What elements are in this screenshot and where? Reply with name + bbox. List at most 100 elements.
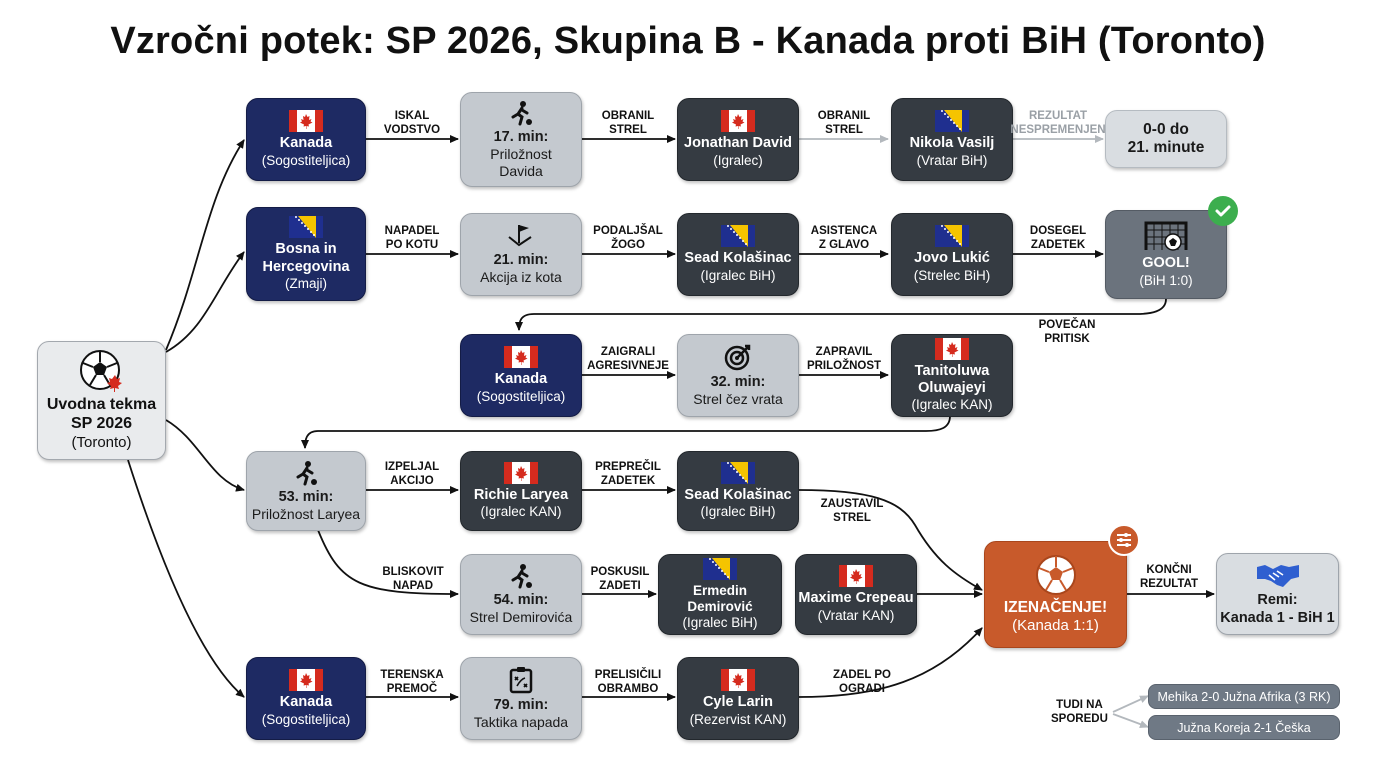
node-sub: Priložnost Davida <box>490 146 552 179</box>
also-item: Mehika 2-0 Južna Afrika (3 RK) <box>1148 684 1340 709</box>
edge-label: PODALJŠAL ŽOGO <box>593 225 663 251</box>
settings-sliders-icon <box>1108 524 1140 556</box>
edge-label: PREPREČIL ZADETEK <box>595 461 661 487</box>
node-sub: (Igralec BiH) <box>700 267 776 283</box>
canada-flag-icon <box>504 461 538 484</box>
bih-flag-icon <box>703 558 737 581</box>
node-title: Tanitoluwa Oluwajeyi <box>914 362 990 397</box>
bih-flag-icon <box>289 216 323 239</box>
soccer-ball-icon <box>1035 555 1076 596</box>
node-sub: (Sogostiteljica) <box>476 388 566 404</box>
node-title: Sead Kolašinac <box>684 250 792 267</box>
node-79-min: 79. min: Taktika napada <box>460 657 582 740</box>
node-sub: (Zmaji) <box>285 275 327 291</box>
also-item: Južna Koreja 2-1 Češka <box>1148 715 1340 740</box>
node-canada-3: Kanada (Sogostiteljica) <box>246 657 366 740</box>
node-sub: (Sogostiteljica) <box>261 152 351 168</box>
node-sub: Akcija iz kota <box>480 269 562 286</box>
node-tanitoluwa: Tanitoluwa Oluwajeyi (Igralec KAN) <box>891 334 1013 417</box>
edge-label: TERENSKA PREMOČ <box>380 669 444 695</box>
node-sub: (Igralec BiH) <box>700 504 776 520</box>
node-title: 32. min: <box>710 374 766 391</box>
edge-label: KONČNI REZULTAT <box>1139 564 1199 590</box>
node-title: Kanada <box>494 371 548 388</box>
bih-flag-icon <box>721 225 755 248</box>
edge-label: ASISTENCA Z GLAVO <box>810 225 878 251</box>
edge-label: ZADEL PO OGRADI <box>833 669 891 695</box>
edge-label: REZULTAT NESPREMENJEN <box>1010 110 1106 136</box>
node-sub: (Sogostiteljica) <box>261 711 351 727</box>
node-title: IZENAČENJE! <box>1003 599 1108 617</box>
node-ermedin-demirovic: Ermedin Demirović (Igralec BiH) <box>658 554 782 635</box>
node-sub: (Igralec KAN) <box>911 397 993 413</box>
node-title: GOOL! <box>1142 255 1190 272</box>
node-title: 21. min: <box>493 252 549 269</box>
node-final-result: Remi: Kanada 1 - BiH 1 <box>1216 553 1339 635</box>
canada-flag-icon <box>504 346 538 369</box>
node-32-min: 32. min: Strel čez vrata <box>677 334 799 417</box>
edge-label: DOSEGEL ZADETEK <box>1029 225 1087 251</box>
node-title: 54. min: <box>493 592 549 609</box>
node-cyle-larin: Cyle Larin (Rezervist KAN) <box>677 657 799 740</box>
start-node: Uvodna tekma SP 2026 (Toronto) <box>37 341 166 460</box>
running-player-icon <box>296 460 317 486</box>
node-sub: (Vratar KAN) <box>817 607 895 623</box>
node-title: Jonathan David <box>684 135 792 152</box>
node-jonathan-david: Jonathan David (Igralec) <box>677 98 799 181</box>
canada-flag-icon <box>289 669 323 692</box>
node-title: Richie Laryea <box>473 486 569 503</box>
node-title: Jovo Lukić <box>914 250 990 267</box>
node-0-0: 0-0 do 21. minute <box>1105 110 1227 168</box>
node-sub: (Strelec BiH) <box>913 267 991 283</box>
bih-flag-icon <box>721 461 755 484</box>
edge-label: ISKAL VODSTVO <box>383 110 441 136</box>
also-scheduled-label: TUDI NA SPOREDU <box>1051 699 1108 725</box>
edge-label: BLISKOVIT NAPAD <box>382 566 444 592</box>
node-sub: (BiH 1:0) <box>1139 272 1193 288</box>
node-sub: (Igralec) <box>713 152 763 168</box>
node-title: Maxime Crepeau <box>798 590 914 607</box>
edge-label: ZAPRAVIL PRILOŽNOST <box>806 346 882 372</box>
node-title: Kanada <box>279 135 333 152</box>
start-sub: (Toronto) <box>71 434 132 452</box>
node-sub: (Kanada 1:1) <box>1012 617 1099 635</box>
running-player-icon <box>511 100 532 126</box>
node-sub: Taktika napada <box>473 714 569 731</box>
node-sub: (Igralec KAN) <box>480 504 562 520</box>
canada-flag-icon <box>721 669 755 692</box>
node-title: 17. min: <box>493 128 549 145</box>
node-title: Sead Kolašinac <box>684 486 792 503</box>
node-title: 0-0 do 21. minute <box>1127 120 1205 156</box>
node-canada-1: Kanada (Sogostiteljica) <box>246 98 366 181</box>
canada-flag-icon <box>721 110 755 133</box>
node-goal: GOOL! (BiH 1:0) <box>1105 210 1227 299</box>
node-nikola-vasilj: Nikola Vasilj (Vratar BiH) <box>891 98 1013 181</box>
canada-flag-icon <box>935 337 969 360</box>
node-maxime-crepeau: Maxime Crepeau (Vratar KAN) <box>795 554 917 635</box>
node-sub: (Igralec BiH) <box>682 614 758 630</box>
edge-label: IZPELJAL AKCIJO <box>384 461 440 487</box>
check-badge-icon <box>1208 196 1238 226</box>
start-title: Uvodna tekma SP 2026 <box>46 396 157 433</box>
node-title: 53. min: <box>278 488 334 505</box>
node-title: Nikola Vasilj <box>909 135 995 152</box>
node-richie-laryea: Richie Laryea (Igralec KAN) <box>460 451 582 531</box>
node-sead-kolasinac-1: Sead Kolašinac (Igralec BiH) <box>677 213 799 296</box>
edge-label: PRELISIČILI OBRAMBO <box>594 669 662 695</box>
node-title: Bosna in Hercegovina <box>262 241 350 275</box>
node-53-min: 53. min: Priložnost Laryea <box>246 451 366 531</box>
node-equalizer: IZENAČENJE! (Kanada 1:1) <box>984 541 1127 648</box>
node-sub: Priložnost Laryea <box>251 505 361 522</box>
bih-flag-icon <box>935 225 969 248</box>
node-title: 79. min: <box>493 697 549 714</box>
edge-label: ZAUSTAVIL STREL <box>820 498 884 524</box>
node-title: Ermedin Demirović <box>687 583 753 615</box>
node-sub: (Vratar BiH) <box>916 152 988 168</box>
node-title: Cyle Larin <box>702 694 774 711</box>
edge-label: ZAIGRALI AGRESIVNEJE <box>587 346 669 372</box>
tactics-board-icon <box>509 667 533 694</box>
edge-label: POSKUSIL ZADETI <box>590 566 650 592</box>
running-player-icon <box>511 564 532 589</box>
node-sead-kolasinac-2: Sead Kolašinac (Igralec BiH) <box>677 451 799 531</box>
